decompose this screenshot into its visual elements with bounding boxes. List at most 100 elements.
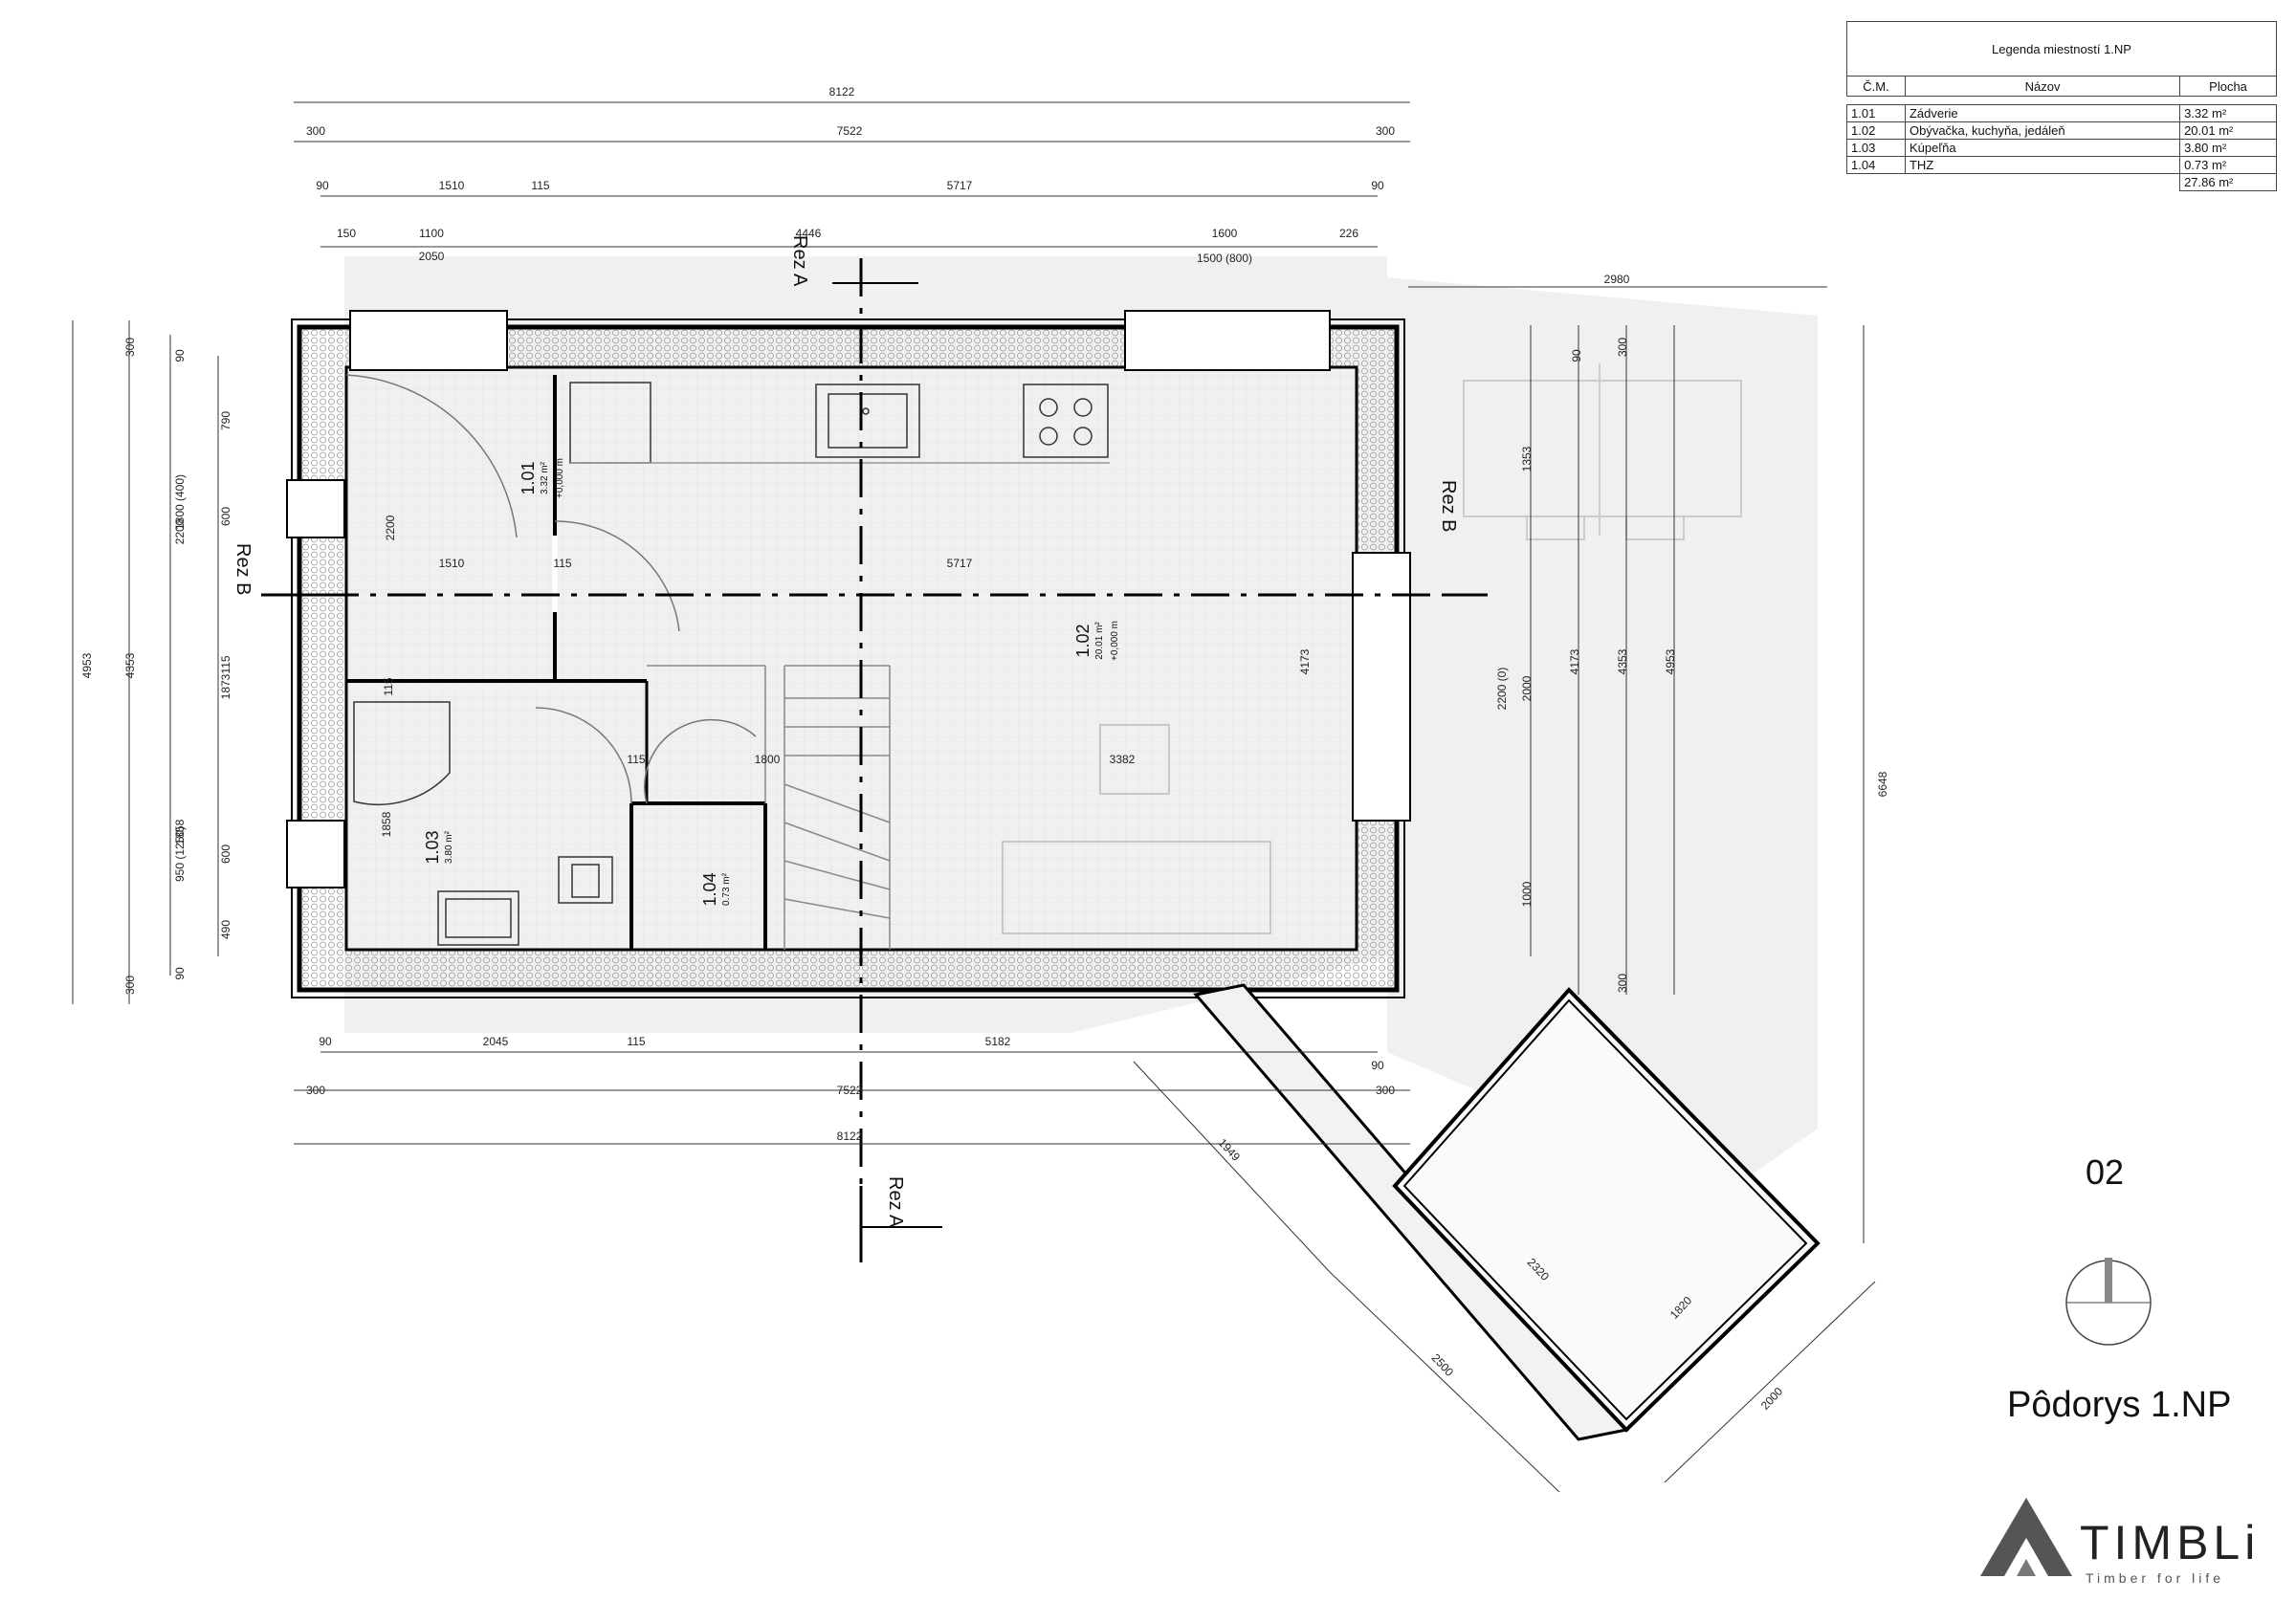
dim-left-sub1: 2200 xyxy=(173,518,187,544)
legend-area: 3.32 m² xyxy=(2179,104,2277,122)
dim-int-3: 5717 xyxy=(947,557,973,570)
legend-header-name: Názov xyxy=(1904,76,2181,97)
room-1-02-num: 1.02 xyxy=(1073,624,1093,657)
section-b-left: Rez B xyxy=(232,543,254,595)
legend-gap xyxy=(1846,96,2277,105)
room-1-01-num: 1.01 xyxy=(519,461,538,494)
dim-top-r2-2: 300 xyxy=(1376,124,1395,138)
dim-int-9: 1858 xyxy=(380,811,393,837)
dim-left-r3-3: 115 xyxy=(219,655,232,673)
dim-int-7: 1800 xyxy=(755,753,781,766)
legend-name: Kúpeľňa xyxy=(1904,139,2181,157)
room-labels: 1.01 3.32 m² +0,000 m 1.02 20.01 m² +0,0… xyxy=(423,458,1120,907)
furniture xyxy=(345,374,1271,950)
dim-top-overall: 8122 xyxy=(829,85,855,99)
walls xyxy=(286,310,1411,998)
dimension-lines xyxy=(72,101,1876,1493)
dim-top-r3-4: 90 xyxy=(1371,179,1384,192)
dim-top-r4-4: 226 xyxy=(1339,227,1358,240)
dim-bot-overall: 8122 xyxy=(837,1130,863,1143)
dim-top-r4-sub0: 2050 xyxy=(419,250,445,263)
room-1-02: 1.02 20.01 m² +0,000 m xyxy=(1073,621,1120,661)
dim-bot-r1-0: 90 xyxy=(319,1035,332,1048)
dim-int-2: 115 xyxy=(553,557,571,570)
dim-left-sub0: 1800 (400) xyxy=(173,474,187,530)
dim-right-6: 4173 xyxy=(1568,648,1581,674)
legend-cm: 1.02 xyxy=(1846,121,1906,140)
dim-bot-r1-3: 5182 xyxy=(985,1035,1011,1048)
legend-cm: 1.04 xyxy=(1846,156,1906,174)
dim-top-r3-2: 115 xyxy=(531,179,549,192)
logo-name: TIMBLi xyxy=(2080,1516,2261,1569)
room-1-03: 1.03 3.80 m² xyxy=(423,830,454,864)
room-1-01-area: 3.32 m² xyxy=(540,461,550,494)
dim-left-r3-7: 90 xyxy=(173,967,187,980)
dim-left-sub3: 950 (1250) xyxy=(173,826,187,882)
dim-bot-r1-4: 90 xyxy=(1371,1059,1384,1072)
dim-bot-r1-2: 115 xyxy=(627,1035,645,1048)
dim-top-r3-0: 90 xyxy=(316,179,329,192)
timbli-logo-icon xyxy=(1980,1498,2072,1576)
dim-left-r3-2: 600 xyxy=(219,507,232,526)
dim-right-0: 90 xyxy=(1570,349,1583,362)
room-1-01-level: +0,000 m xyxy=(555,458,565,498)
dim-top-r2-1: 7522 xyxy=(837,124,863,138)
dim-right-8: 4953 xyxy=(1664,648,1677,674)
legend-name: THZ xyxy=(1904,156,2181,174)
logo-tagline: Timber for life xyxy=(2086,1570,2225,1586)
section-a-bottom: Rez A xyxy=(885,1176,906,1228)
section-lines xyxy=(261,258,1488,1262)
dim-terrace-0: 2980 xyxy=(1604,273,1630,286)
room-1-03-num: 1.03 xyxy=(423,830,442,864)
dim-bot-r2-2: 300 xyxy=(1376,1084,1395,1097)
dim-left-overall: 4953 xyxy=(80,652,94,678)
north-arrow-icon xyxy=(2065,1258,2152,1346)
dim-int-0: 2200 xyxy=(384,515,397,540)
legend-total-spacer xyxy=(1905,174,2179,191)
dim-top-r4-1: 1100 xyxy=(419,227,444,240)
legend-name: Zádverie xyxy=(1904,104,2181,122)
section-b-right: Rez B xyxy=(1438,480,1459,532)
dim-left-r2-1: 4353 xyxy=(123,652,137,678)
dim-left-r3-0: 90 xyxy=(173,349,187,362)
dim-int-4: 4173 xyxy=(1298,648,1312,674)
section-labels: Rez A Rez A Rez B Rez B xyxy=(232,235,1459,1228)
dim-int-6: 115 xyxy=(627,753,645,766)
dim-int-8: 3382 xyxy=(1110,753,1136,766)
dim-left-r3-6: 490 xyxy=(219,920,232,939)
legend-area: 0.73 m² xyxy=(2179,156,2277,174)
legend-total: 27.86 m² xyxy=(2179,173,2277,191)
exterior-furniture xyxy=(1463,363,1742,540)
legend-header-cm: Č.M. xyxy=(1846,76,1906,97)
dimension-labels: 8122 300 7522 300 90 1510 115 5717 90 15… xyxy=(80,85,1889,1413)
sheet-number: 02 xyxy=(2086,1152,2125,1192)
dim-terrace-1: 6648 xyxy=(1876,771,1889,797)
room-1-03-area: 3.80 m² xyxy=(444,830,454,864)
section-a-top: Rez A xyxy=(789,235,810,287)
legend-area: 20.01 m² xyxy=(2179,121,2277,140)
room-1-02-area: 20.01 m² xyxy=(1094,622,1105,660)
legend-title: Legenda miestností 1.NP xyxy=(1846,21,2277,77)
dim-right-3: 2000 xyxy=(1520,675,1534,701)
terrace xyxy=(1193,983,1821,1441)
legend-row: 1.02 Obývačka, kuchyňa, jedáleň 20.01 m² xyxy=(1846,121,2277,140)
legend-name: Obývačka, kuchyňa, jedáleň xyxy=(1904,121,2181,140)
dim-top-r3-3: 5717 xyxy=(947,179,973,192)
dim-top-r4-sub1: 1500 (800) xyxy=(1197,252,1252,265)
dim-right-5: 300 xyxy=(1616,974,1629,993)
dim-top-r4-3: 1600 xyxy=(1212,227,1238,240)
dim-bot-r1-1: 2045 xyxy=(483,1035,509,1048)
dim-right-1: 1353 xyxy=(1520,446,1534,472)
dim-bot-r2-1: 7522 xyxy=(837,1084,863,1097)
dim-right-7: 4353 xyxy=(1616,648,1629,674)
dim-top-r2-0: 300 xyxy=(306,124,325,138)
dim-right-4: 1000 xyxy=(1520,881,1534,907)
legend-row: 1.01 Zádverie 3.32 m² xyxy=(1846,104,2277,122)
dim-int-1: 1510 xyxy=(439,557,465,570)
dim-bot-r2-0: 300 xyxy=(306,1084,325,1097)
legend-cm: 1.01 xyxy=(1846,104,1906,122)
legend-row: 1.03 Kúpeľňa 3.80 m² xyxy=(1846,139,2277,157)
dim-left-r3-4: 1873 xyxy=(219,673,232,699)
dim-terrace-3: 2500 xyxy=(1429,1351,1457,1379)
